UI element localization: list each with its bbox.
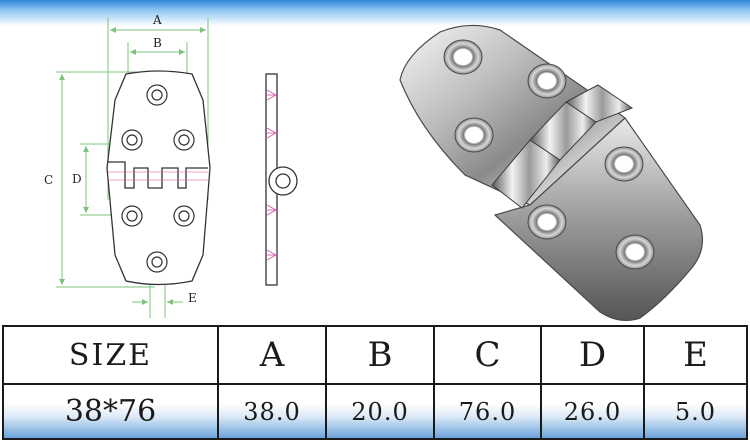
value-size: 38*76 (2, 383, 219, 440)
header-c: C (433, 325, 542, 385)
header-e: E (643, 325, 748, 385)
hinge-holes (121, 84, 195, 273)
value-c: 76.0 (433, 383, 542, 440)
dim-label-a: A (152, 13, 162, 27)
photo-holes (443, 39, 655, 270)
dim-label-b: B (153, 36, 162, 50)
hinge-product-photo (399, 24, 703, 322)
dim-label-d: D (72, 172, 82, 186)
spec-table-value-row: 38*76 38.0 20.0 76.0 26.0 5.0 (2, 383, 748, 440)
value-a: 38.0 (217, 383, 327, 440)
hinge-knuckle (491, 84, 634, 209)
value-b: 20.0 (325, 383, 435, 440)
value-d: 26.0 (540, 383, 645, 440)
header-a: A (217, 325, 327, 385)
value-e: 5.0 (643, 383, 748, 440)
spec-table: SIZE A B C D E 38*76 38.0 20.0 76.0 26.0… (2, 325, 748, 440)
spec-table-header-row: SIZE A B C D E (2, 325, 748, 385)
product-drawing: A B C D E (44, 13, 703, 322)
header-b: B (325, 325, 435, 385)
hinge-outline (106, 70, 211, 286)
dim-label-e: E (188, 291, 197, 305)
dim-label-c: C (44, 173, 53, 187)
hinge-side-view-drawing (265, 73, 298, 286)
header-size: SIZE (2, 325, 219, 385)
header-d: D (540, 325, 645, 385)
hinge-front-view-drawing: A B C D E (44, 13, 211, 318)
